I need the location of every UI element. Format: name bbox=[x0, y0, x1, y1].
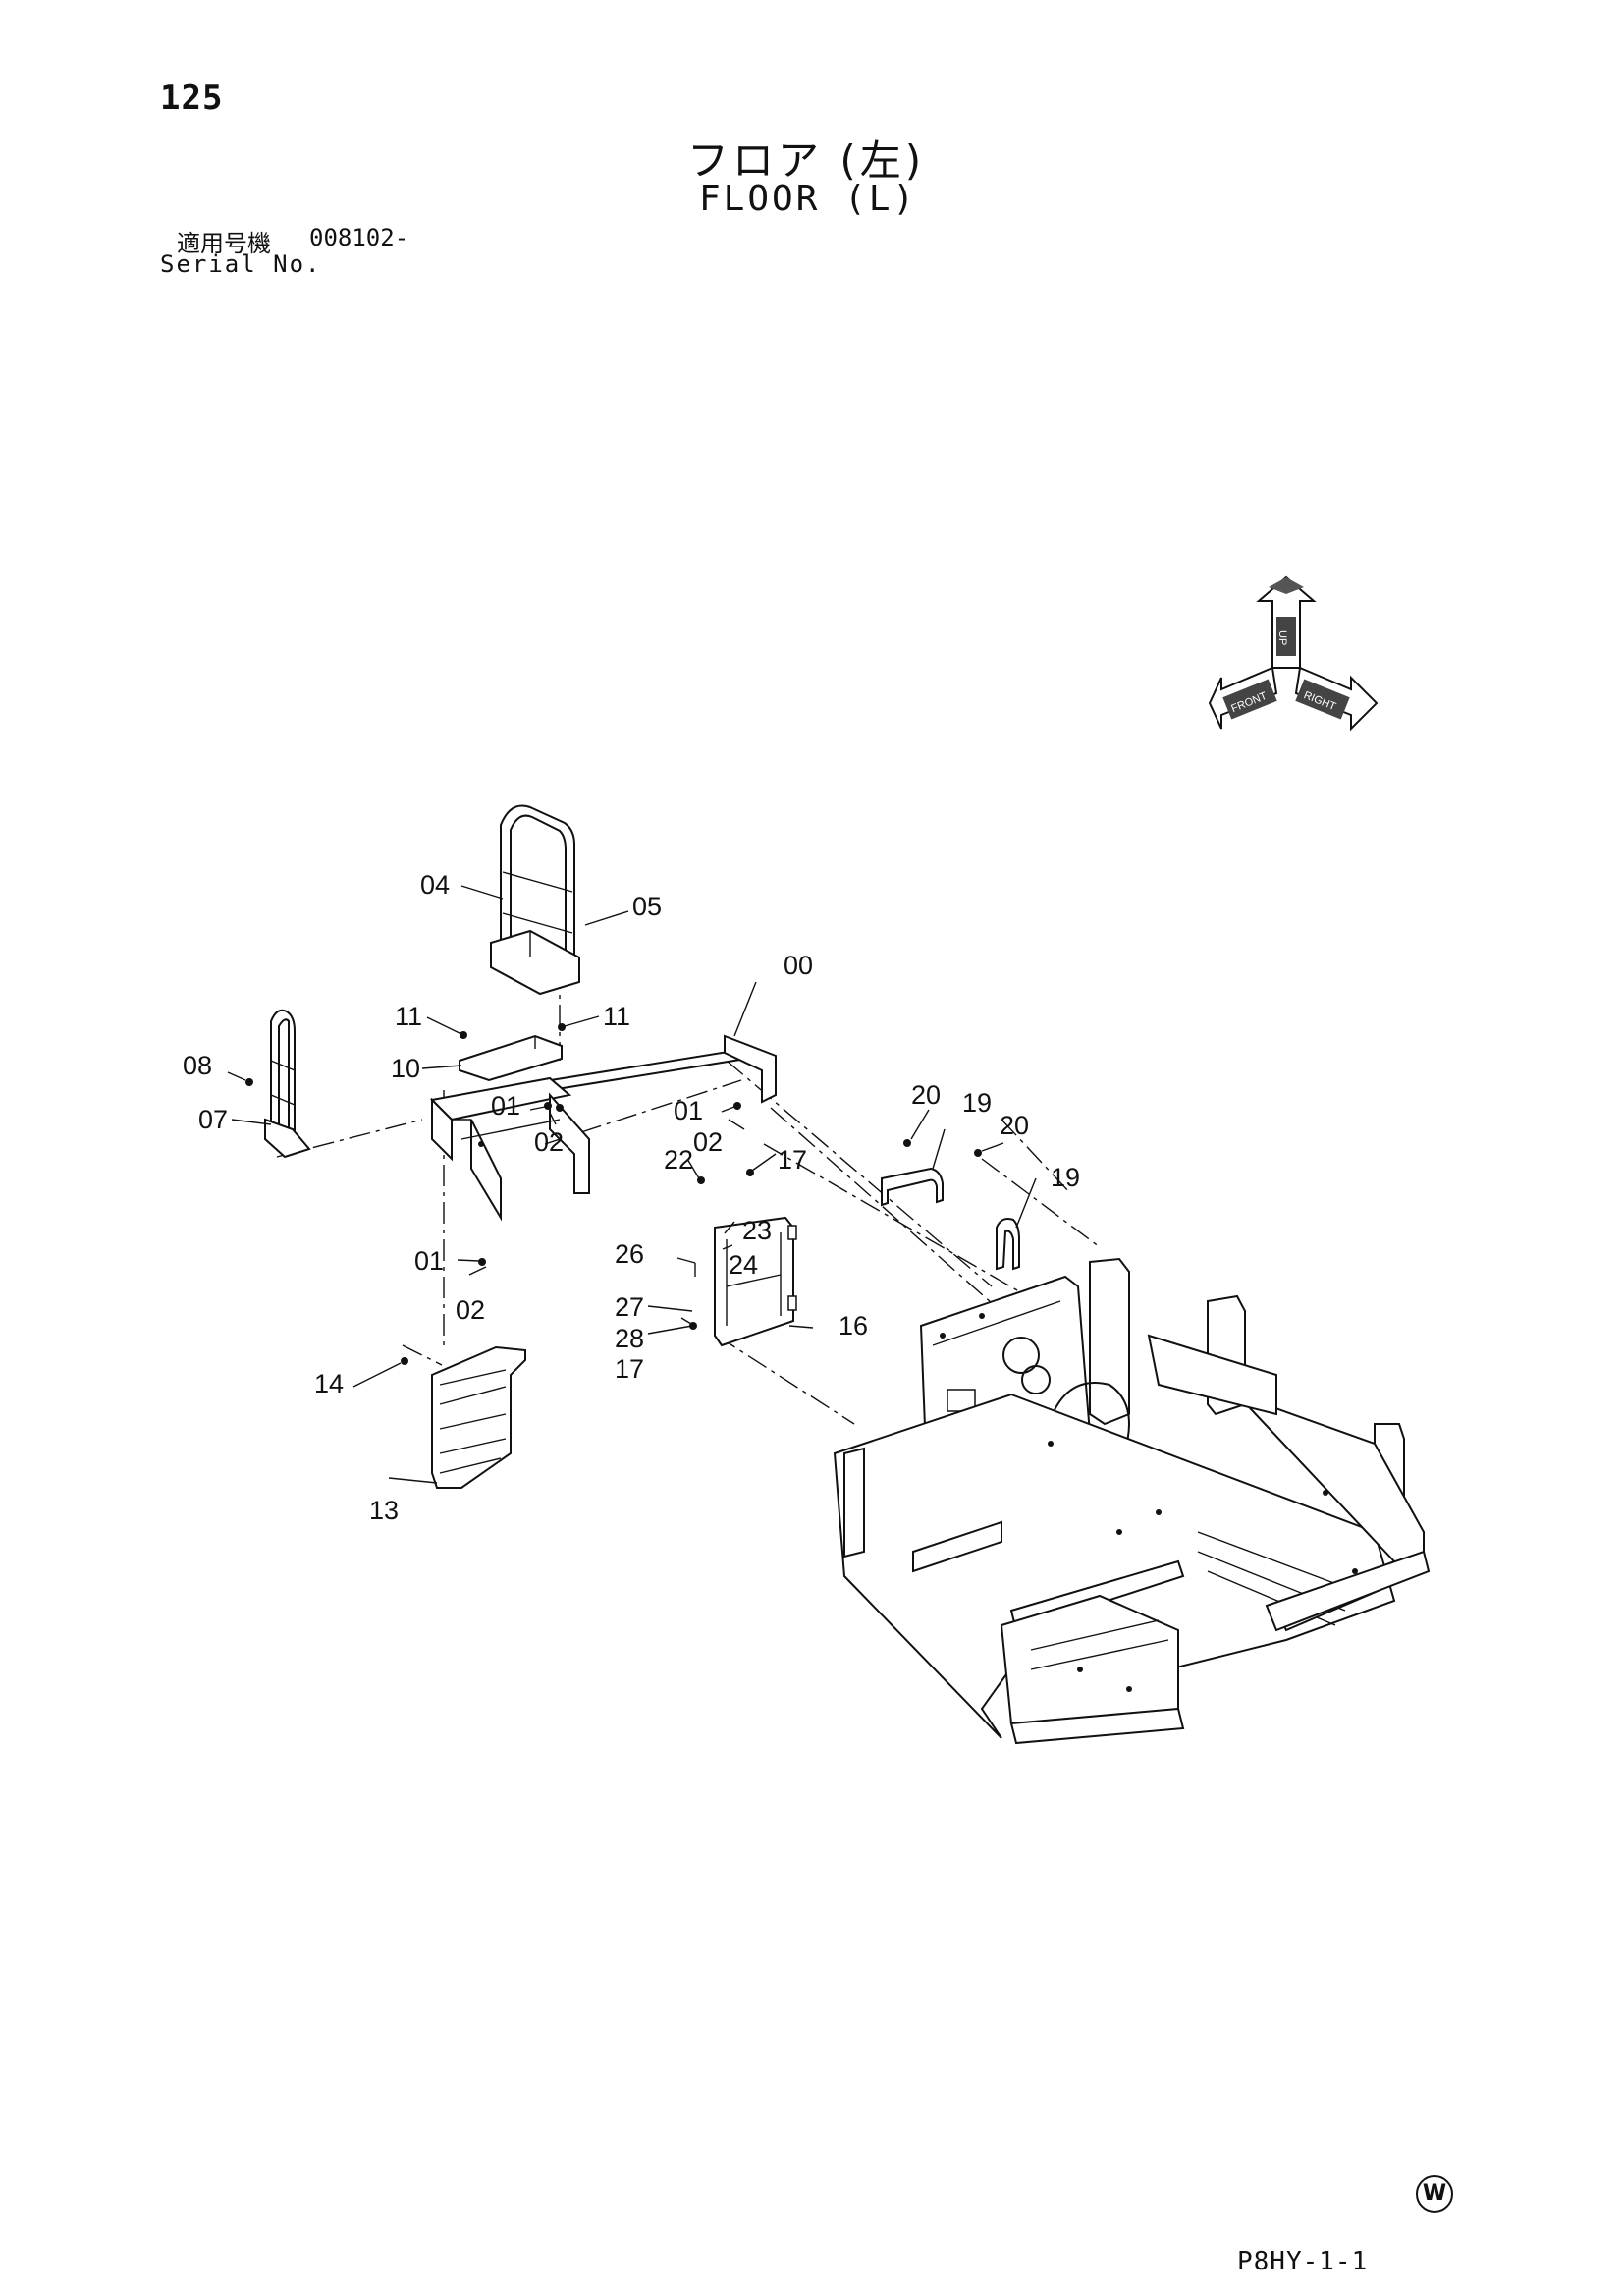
callout-02-lower: 02 bbox=[456, 1295, 485, 1325]
page-title-jp: フロア (左) bbox=[687, 137, 926, 185]
callout-11-left: 11 bbox=[395, 1002, 422, 1031]
serial-label-jp: 適用号機 bbox=[177, 230, 271, 257]
callout-11-right: 11 bbox=[603, 1002, 630, 1031]
callout-04: 04 bbox=[420, 870, 450, 900]
floor-bracket bbox=[429, 1076, 590, 1222]
callout-01-lower: 01 bbox=[414, 1246, 444, 1276]
page-number: 125 bbox=[160, 79, 224, 118]
callout-07: 07 bbox=[198, 1105, 228, 1134]
callout-17-lower: 17 bbox=[615, 1354, 644, 1384]
part-19-handle-b bbox=[996, 1218, 1020, 1271]
callout-19-right: 19 bbox=[1051, 1163, 1080, 1192]
part-07-handrail bbox=[264, 1009, 311, 1159]
callout-17-upper: 17 bbox=[778, 1145, 807, 1175]
callout-23: 23 bbox=[742, 1216, 772, 1245]
part-04-handrail bbox=[490, 804, 580, 996]
page-title-en: FLOOR (L) bbox=[699, 179, 918, 219]
main-frame bbox=[833, 1257, 1431, 1745]
callout-19-left: 19 bbox=[962, 1088, 992, 1118]
callout-labels: 00 04 05 11 11 10 08 07 01 02 01 02 01 0… bbox=[183, 870, 1080, 1525]
callout-24: 24 bbox=[729, 1250, 758, 1280]
w-marker: W bbox=[1416, 2175, 1453, 2213]
callout-01-bracket: 01 bbox=[491, 1091, 520, 1121]
serial-label-en: Serial No. bbox=[160, 250, 322, 278]
callout-16: 16 bbox=[839, 1311, 868, 1340]
callout-26: 26 bbox=[615, 1239, 644, 1269]
callout-22: 22 bbox=[664, 1145, 693, 1175]
callout-00: 00 bbox=[784, 951, 813, 980]
part-16-door bbox=[714, 1216, 797, 1347]
callout-08: 08 bbox=[183, 1051, 212, 1080]
callout-20-right: 20 bbox=[1000, 1111, 1029, 1140]
leader-lines bbox=[227, 885, 1037, 1484]
callout-02-rail: 02 bbox=[693, 1127, 723, 1157]
orientation-icon: UP FRONT RIGHT bbox=[1194, 568, 1392, 737]
part-19-handle-a bbox=[881, 1167, 944, 1207]
callout-13: 13 bbox=[369, 1496, 399, 1525]
part-13-step bbox=[431, 1345, 526, 1489]
callout-01-rail: 01 bbox=[674, 1096, 703, 1125]
serial-value: 008102- bbox=[309, 224, 409, 251]
part-10-plate bbox=[459, 1034, 563, 1082]
callout-20-left: 20 bbox=[911, 1080, 941, 1110]
callout-10: 10 bbox=[391, 1054, 420, 1083]
reference-code: P8HY-1-1 bbox=[1237, 2247, 1369, 2276]
callout-14: 14 bbox=[314, 1369, 344, 1398]
callout-05: 05 bbox=[632, 892, 662, 921]
callout-27: 27 bbox=[615, 1292, 644, 1322]
callout-28: 28 bbox=[615, 1324, 644, 1353]
orientation-label-up: UP bbox=[1276, 630, 1288, 645]
callout-02-bracket: 02 bbox=[534, 1127, 564, 1157]
